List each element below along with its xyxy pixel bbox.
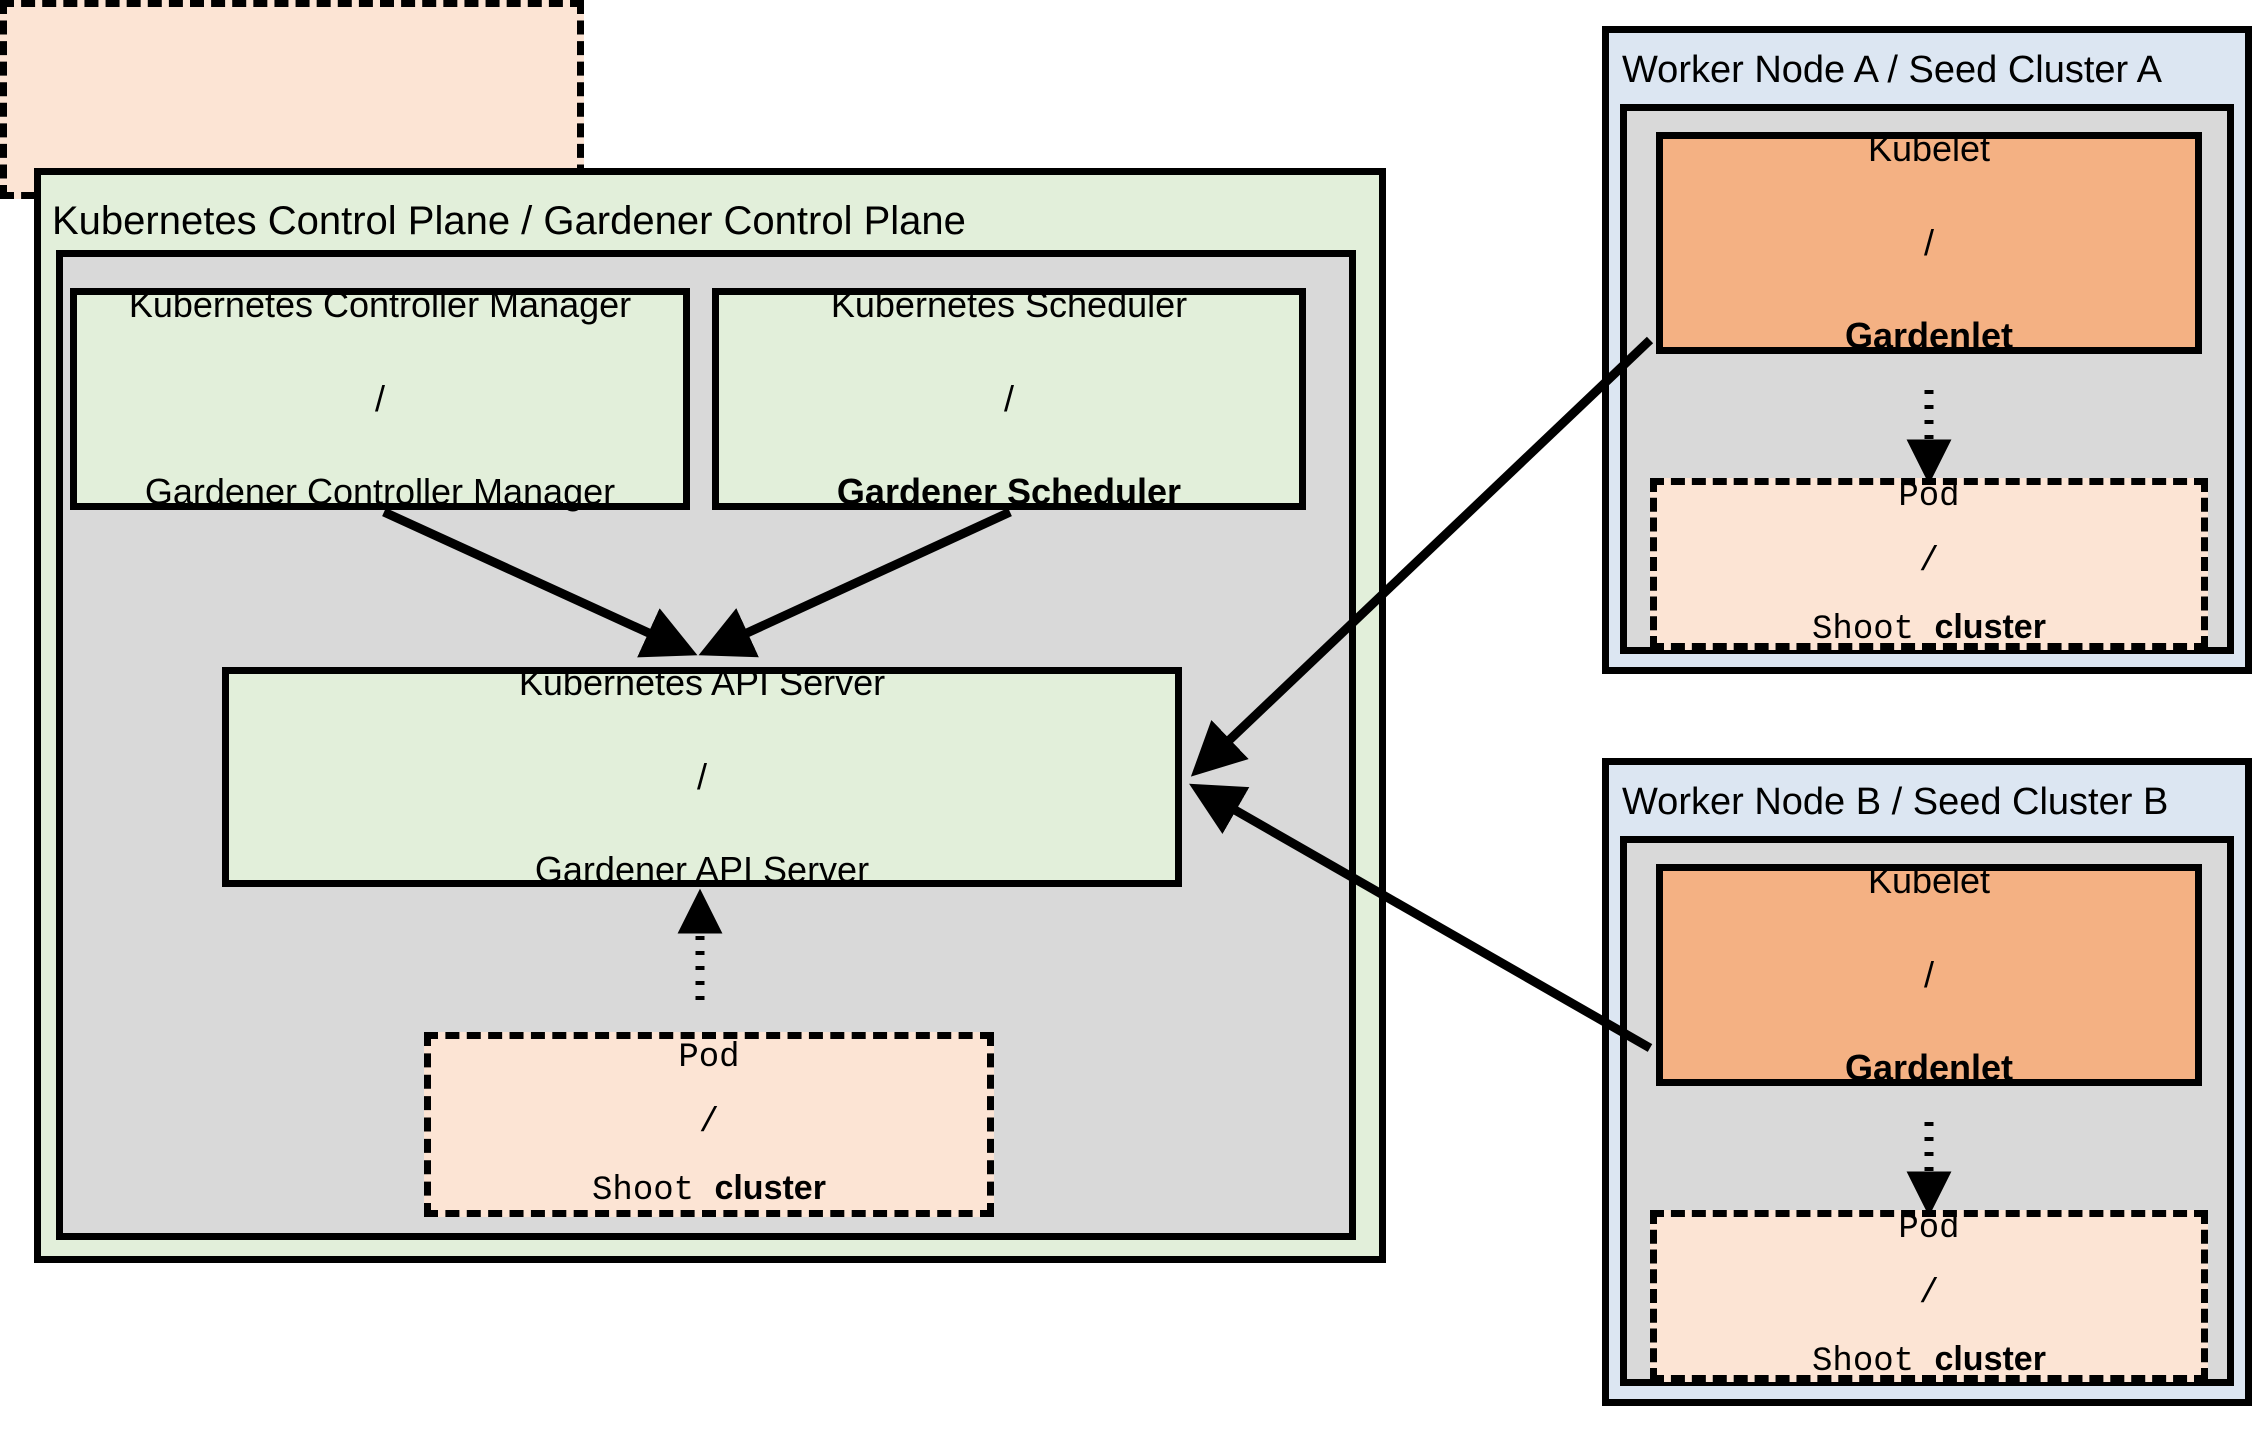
controller-manager-line2: Gardener Controller Manager	[144, 471, 616, 513]
wnb-kubelet-separator: /	[1923, 953, 1934, 995]
cp-pod-line2: Shoot cluster	[592, 1166, 826, 1213]
scheduler-line1: Kubernetes Scheduler	[830, 284, 1188, 326]
wnb-pod-line2-cluster: cluster	[1934, 1340, 2046, 1379]
api-server-line1: Kubernetes API Server	[518, 662, 886, 704]
api-server-line2: Gardener API Server	[534, 849, 870, 891]
wnb-pod-line1: Pod	[1898, 1210, 1960, 1249]
worker-node-a-pod[interactable]: Pod / Shoot cluster	[1650, 478, 2208, 650]
control-plane-title: Kubernetes Control Plane / Gardener Cont…	[52, 199, 966, 243]
wnb-kubelet-line2: Gardenlet	[1844, 1047, 2014, 1089]
scheduler-line2: Gardener Scheduler	[836, 471, 1182, 513]
wnb-pod-line2-shoot: Shoot	[1812, 1343, 1935, 1382]
node-scheduler[interactable]: Kubernetes Scheduler / Gardener Schedule…	[712, 284, 1306, 512]
worker-node-b-title: Worker Node B / Seed Cluster B	[1622, 781, 2169, 824]
wna-kubelet-line2: Gardenlet	[1844, 315, 2014, 357]
wna-kubelet-line1: Kubelet	[1867, 128, 1991, 170]
wna-pod-line1: Pod	[1898, 478, 1960, 517]
worker-node-a-title: Worker Node A / Seed Cluster A	[1622, 49, 2163, 92]
node-api-server[interactable]: Kubernetes API Server / Gardener API Ser…	[222, 662, 1182, 890]
node-controller-manager[interactable]: Kubernetes Controller Manager / Gardener…	[70, 284, 690, 512]
wna-kubelet-separator: /	[1923, 221, 1934, 263]
wna-pod-line2-cluster: cluster	[1934, 608, 2046, 647]
cp-pod-line2-cluster: cluster	[714, 1168, 826, 1207]
control-plane-pod-stack-back	[0, 0, 584, 199]
wnb-pod-separator: /	[1918, 1275, 1940, 1314]
wna-pod-line2-shoot: Shoot	[1812, 611, 1935, 650]
worker-node-a-gardenlet[interactable]: Kubelet / Gardenlet	[1656, 128, 2202, 356]
wnb-kubelet-line1: Kubelet	[1867, 860, 1991, 902]
wna-pod-separator: /	[1918, 543, 1940, 582]
wna-pod-line2: Shoot cluster	[1812, 605, 2046, 652]
cp-pod-line1: Pod	[678, 1038, 740, 1077]
cp-pod-separator: /	[698, 1103, 720, 1142]
controller-manager-line1: Kubernetes Controller Manager	[128, 284, 632, 326]
controller-manager-separator: /	[374, 377, 385, 419]
control-plane-pod[interactable]: Pod / Shoot cluster	[424, 1032, 994, 1217]
api-server-separator: /	[696, 755, 707, 797]
wnb-pod-line2: Shoot cluster	[1812, 1337, 2046, 1384]
worker-node-b-pod[interactable]: Pod / Shoot cluster	[1650, 1210, 2208, 1382]
worker-node-b-gardenlet[interactable]: Kubelet / Gardenlet	[1656, 860, 2202, 1088]
cp-pod-line2-shoot: Shoot	[592, 1171, 715, 1210]
scheduler-separator: /	[1003, 377, 1014, 419]
